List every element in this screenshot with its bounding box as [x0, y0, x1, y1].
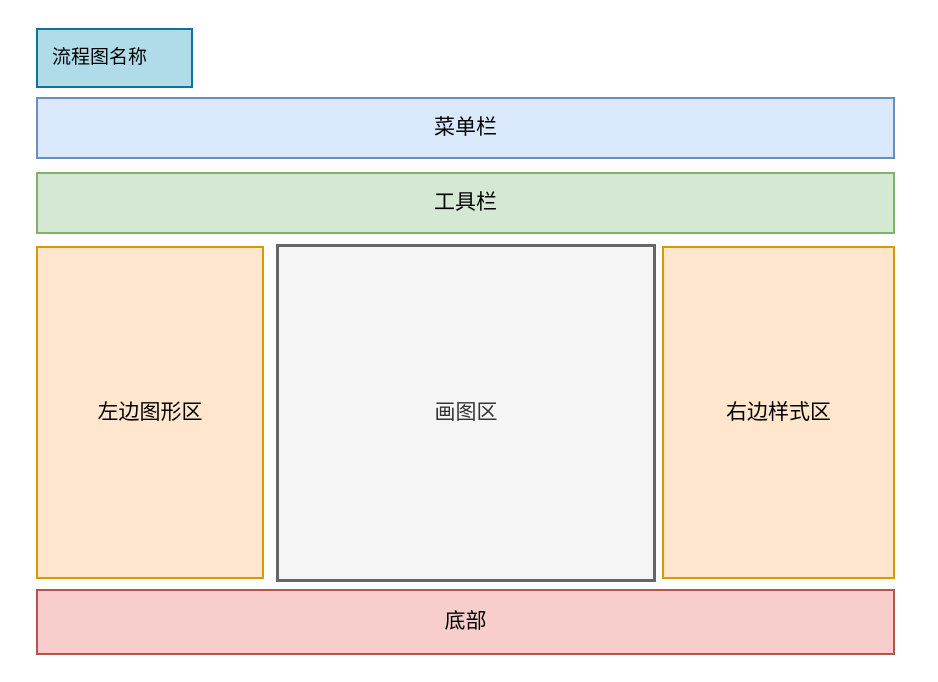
- right-style-panel-box[interactable]: 右边样式区: [662, 246, 895, 579]
- drawing-area-label: 画图区: [434, 401, 498, 425]
- toolbar-box[interactable]: 工具栏: [36, 172, 895, 234]
- left-shape-panel-box[interactable]: 左边图形区: [36, 246, 264, 579]
- drawing-area-box[interactable]: 画图区: [276, 244, 656, 582]
- title-box[interactable]: 流程图名称: [36, 28, 193, 88]
- left-shape-panel-label: 左边图形区: [97, 400, 203, 424]
- bottom-bar-box[interactable]: 底部: [36, 589, 895, 655]
- menu-bar-box[interactable]: 菜单栏: [36, 97, 895, 159]
- toolbar-label: 工具栏: [434, 191, 497, 215]
- right-style-panel-label: 右边样式区: [726, 400, 831, 424]
- title-box-label: 流程图名称: [52, 46, 148, 68]
- bottom-bar-label: 底部: [444, 610, 487, 634]
- menu-bar-label: 菜单栏: [434, 116, 497, 140]
